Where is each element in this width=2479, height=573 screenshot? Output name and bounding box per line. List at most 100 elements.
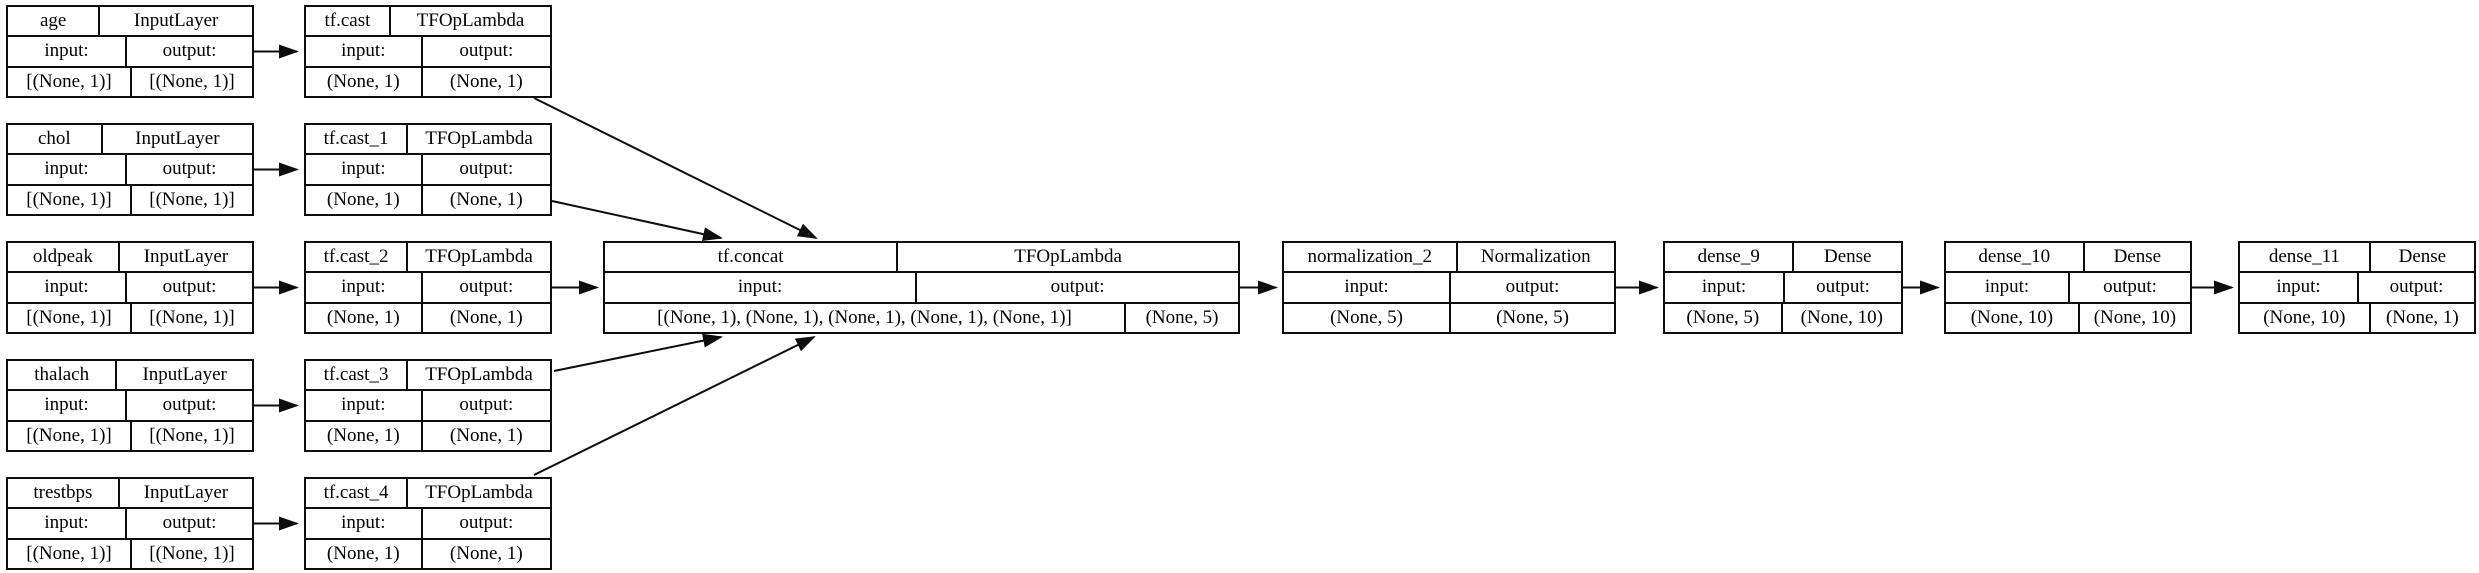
input-shape: (None, 5): [1686, 306, 1760, 328]
output-shape: [(None, 1)]: [130, 421, 252, 450]
input-shape: [(None, 1)]: [26, 70, 112, 92]
layer-type: Normalization: [1455, 243, 1614, 272]
input-shape: [(None, 1)]: [26, 424, 112, 446]
layer-name: dense_9: [1697, 246, 1760, 268]
input-label: input:: [1701, 276, 1747, 298]
input-label: input:: [341, 158, 386, 180]
layer-name: dense_11: [2268, 246, 2340, 268]
input-label: input:: [341, 276, 386, 298]
layer-type: InputLayer: [115, 361, 252, 390]
output-label: output:: [125, 273, 252, 302]
output-label: output:: [125, 155, 252, 184]
layer-type: InputLayer: [100, 125, 252, 154]
input-shape: (None, 10): [1970, 306, 2054, 328]
output-shape: [(None, 1)]: [130, 185, 252, 214]
layer-name: tf.cast_4: [323, 482, 389, 504]
input-shape: [(None, 1)]: [26, 306, 112, 328]
layer-type: TFOpLambda: [896, 243, 1238, 272]
output-shape: (None, 1): [420, 185, 550, 214]
layer-name: age: [39, 10, 67, 32]
input-label: input:: [44, 512, 89, 534]
output-label: output:: [1783, 273, 1901, 302]
node-oldpeak: oldpeak InputLayer input: output: [(None, …: [6, 241, 254, 334]
layer-name: tf.cast_2: [323, 246, 389, 268]
input-label: input:: [341, 512, 386, 534]
output-shape: [(None, 1)]: [130, 539, 252, 568]
output-shape: (None, 1): [420, 303, 550, 332]
node-dense-11: dense_11 Dense input: output: (None, 10) (N…: [2238, 241, 2476, 334]
edge-cast0-concat: [533, 97, 818, 239]
output-shape: [(None, 1)]: [130, 303, 252, 332]
output-label: output:: [125, 391, 252, 420]
input-shape: [(None, 1), (None, 1), (None, 1), (None,…: [657, 306, 1072, 328]
input-label: input:: [341, 40, 386, 62]
output-label: output:: [420, 509, 550, 538]
output-shape: (None, 1): [420, 67, 550, 96]
output-shape: (None, 5): [1124, 303, 1238, 332]
layer-type: Dense: [2082, 243, 2190, 272]
layer-name: tf.cast_1: [323, 128, 389, 150]
layer-name: tf.concat: [717, 246, 784, 268]
output-label: output:: [125, 37, 252, 66]
output-label: output:: [420, 37, 550, 66]
layer-type: InputLayer: [98, 7, 252, 36]
output-shape: (None, 1): [420, 421, 550, 450]
layer-type: Dense: [2368, 243, 2474, 272]
layer-type: TFOpLambda: [406, 479, 550, 508]
edge-cast4-concat: [533, 336, 816, 476]
output-shape: (None, 10): [1780, 303, 1901, 332]
layer-type: TFOpLambda: [406, 243, 550, 272]
node-tf-cast-4: tf.cast_4 TFOpLambda input: output: (None,…: [304, 477, 552, 570]
input-shape: (None, 1): [326, 542, 400, 564]
edge-cast1-concat: [551, 200, 723, 241]
node-chol: chol InputLayer input: output: [(None, 1)]…: [6, 123, 254, 216]
layer-name: chol: [38, 128, 71, 150]
node-thalach: thalach InputLayer input: output: [(None, …: [6, 359, 254, 452]
layer-type: InputLayer: [117, 479, 252, 508]
output-label: output:: [125, 509, 252, 538]
output-label: output:: [420, 273, 550, 302]
input-label: input:: [44, 394, 89, 416]
layer-name: thalach: [34, 364, 90, 386]
layer-type: TFOpLambda: [406, 361, 550, 390]
output-label: output:: [2357, 273, 2474, 302]
input-shape: (None, 1): [326, 424, 400, 446]
input-label: input:: [44, 276, 89, 298]
output-shape: (None, 5): [1449, 303, 1614, 332]
output-shape: (None, 1): [420, 539, 550, 568]
layer-name: oldpeak: [32, 246, 93, 268]
layer-type: Dense: [1792, 243, 1901, 272]
node-tf-cast-2: tf.cast_2 TFOpLambda input: output: (None,…: [304, 241, 552, 334]
node-dense-9: dense_9 Dense input: output: (None, 5) (Non…: [1663, 241, 1903, 334]
input-label: input:: [1984, 276, 2030, 298]
node-trestbps: trestbps InputLayer input: output: [(None,…: [6, 477, 254, 570]
output-shape: (None, 1): [2368, 303, 2474, 332]
layer-type: InputLayer: [117, 243, 252, 272]
node-tf-concat: tf.concat TFOpLambda input: output: [(None…: [603, 241, 1240, 334]
layer-type: TFOpLambda: [388, 7, 550, 36]
input-shape: [(None, 1)]: [26, 542, 112, 564]
layer-name: dense_10: [1978, 246, 2051, 268]
input-shape: (None, 1): [326, 188, 400, 210]
input-shape: (None, 1): [326, 70, 400, 92]
output-label: output:: [420, 155, 550, 184]
input-shape: (None, 10): [2263, 306, 2346, 328]
input-shape: [(None, 1)]: [26, 188, 112, 210]
input-label: input:: [44, 158, 89, 180]
input-label: input:: [341, 394, 386, 416]
input-label: input:: [1344, 276, 1389, 298]
input-label: input:: [2276, 276, 2321, 298]
input-label: input:: [737, 276, 783, 298]
edge-cast3-concat: [553, 333, 723, 372]
output-label: output:: [2068, 273, 2190, 302]
layer-name: normalization_2: [1307, 246, 1433, 268]
output-label: output:: [915, 273, 1238, 302]
output-shape: [(None, 1)]: [130, 67, 252, 96]
layer-name: trestbps: [33, 482, 93, 504]
